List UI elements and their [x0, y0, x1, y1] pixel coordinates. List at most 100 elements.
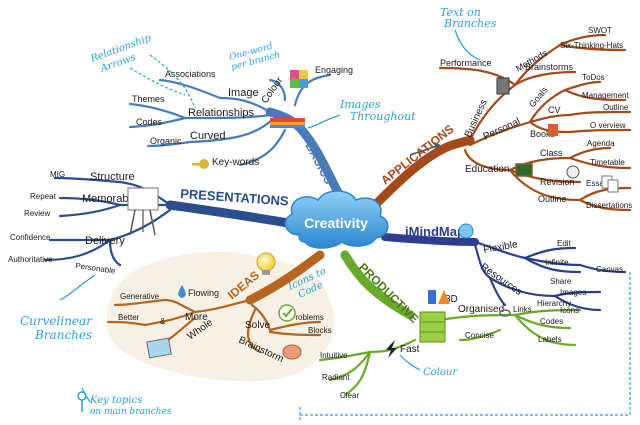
node-3d[interactable]: 3D [445, 294, 458, 305]
node-links[interactable]: Links [513, 305, 532, 314]
3d-shapes-icon [428, 290, 450, 304]
node-infinite[interactable]: Infinite [545, 258, 569, 267]
node-codes[interactable]: Codes [540, 317, 563, 326]
node-better[interactable]: Better [118, 313, 140, 322]
node-themes[interactable]: Themes [132, 94, 165, 104]
branch-ideas [245, 250, 325, 305]
node-image[interactable]: Image [228, 87, 259, 99]
node-labels[interactable]: Labels [538, 335, 562, 344]
node-amp: & [160, 317, 166, 326]
label-basics[interactable]: BASICS [302, 140, 336, 187]
node-images[interactable]: Images [560, 288, 586, 297]
presentations-labels: Structure MIG Memorable Repeat Review De… [8, 170, 137, 276]
applications-subbranches [438, 33, 632, 212]
node-intuitive[interactable]: Intuitive [320, 351, 348, 360]
node-dissertations[interactable]: Dissertations [586, 201, 632, 210]
node-problems[interactable]: Problems [290, 313, 324, 322]
node-review[interactable]: Review [24, 209, 50, 218]
node-outline[interactable]: Outline [603, 103, 629, 112]
node-confidence[interactable]: Confidence [10, 233, 51, 242]
node-flowing[interactable]: Flowing [188, 288, 219, 298]
water-drop-icon [178, 285, 186, 298]
node-canvas[interactable]: Canvas [596, 265, 623, 274]
node-colour[interactable]: Colour [259, 75, 285, 106]
node-cv[interactable]: CV [548, 105, 561, 115]
node-education[interactable]: Education [465, 164, 509, 175]
node-edit[interactable]: Edit [557, 239, 572, 248]
node-generative[interactable]: Generative [120, 292, 160, 301]
node-books[interactable]: Books [530, 129, 556, 139]
node-clear[interactable]: Clear [340, 391, 359, 400]
annotation-curvelinear-line2: Branches [34, 328, 92, 342]
label-applications[interactable]: APPLICATIONS [378, 122, 456, 187]
node-associations[interactable]: Associations [165, 69, 216, 79]
node-revision[interactable]: Revision [540, 177, 575, 187]
node-organised[interactable]: Organised [458, 304, 504, 315]
node-outline-2[interactable]: Outline [538, 194, 567, 204]
central-title: Creativity [304, 215, 368, 231]
drawers-icon [419, 311, 446, 343]
presentation-board-icon [127, 187, 159, 236]
node-management[interactable]: Management [582, 91, 629, 100]
node-codes[interactable]: Codes [136, 117, 163, 127]
node-radiant[interactable]: Radiant [322, 373, 350, 382]
node-swot[interactable]: SWOT [588, 26, 612, 35]
key-icon [192, 159, 209, 169]
annotation-curvelinear-line1: Curvelinear [20, 314, 93, 328]
branch-productive [340, 250, 415, 320]
node-structure[interactable]: Structure [90, 171, 135, 183]
arrow-icon [409, 142, 441, 156]
annotation-key-topics-line1: Key topics [89, 395, 142, 406]
node-todos[interactable]: ToDos [582, 73, 605, 82]
node-delivery[interactable]: Delivery [85, 235, 125, 247]
node-essays[interactable]: Essays [586, 179, 612, 188]
node-fast[interactable]: Fast [400, 344, 420, 355]
node-memorable[interactable]: Memorable [82, 193, 137, 205]
picture-icon [146, 337, 172, 359]
annotation-arrows [59, 29, 631, 420]
node-six-hats[interactable]: Six-Thinking-Hats [560, 41, 623, 50]
node-hierarchy[interactable]: Hierarchy [537, 299, 571, 308]
palette-icon [290, 70, 308, 88]
chalkboard-icon [515, 163, 533, 177]
node-goals[interactable]: Goals [527, 84, 550, 109]
annotation-text-on-line2: Branches [443, 17, 497, 30]
node-flexible[interactable]: Flexible [483, 239, 519, 256]
node-agenda[interactable]: Agenda [587, 139, 615, 148]
label-productive[interactable]: PRODUCTIVE [356, 260, 422, 326]
node-share[interactable]: Share [550, 277, 572, 286]
node-overview[interactable]: O verview [590, 121, 626, 130]
node-personal[interactable]: Personal [482, 116, 522, 143]
node-brainstorms[interactable]: Brainstorms [525, 62, 574, 72]
node-relationships[interactable]: Relationships [188, 107, 255, 119]
node-solve[interactable]: Solve [245, 320, 270, 331]
node-engaging[interactable]: Engaging [315, 65, 353, 75]
link-icon [499, 309, 511, 317]
label-imindmap[interactable]: iMindMap [405, 224, 465, 239]
annotation-images-line1: Images [339, 98, 381, 111]
node-class[interactable]: Class [540, 148, 563, 158]
clock-icon [566, 165, 580, 179]
node-mig[interactable]: MIG [50, 170, 65, 179]
calculator-icon [496, 77, 510, 95]
node-organic[interactable]: Organic [150, 136, 182, 146]
node-icons[interactable]: Icons [560, 306, 579, 315]
annotation-text-on-line1: Text on [440, 6, 481, 19]
node-repeat[interactable]: Repeat [30, 192, 57, 201]
node-more[interactable]: More [185, 312, 208, 323]
node-resources[interactable]: Resources [478, 261, 523, 297]
node-keywords[interactable]: Key-words [212, 157, 259, 168]
node-blocks[interactable]: Blocks [308, 326, 332, 335]
central-node[interactable]: Creativity [284, 190, 389, 249]
node-curved[interactable]: Curved [190, 130, 225, 142]
node-timetable[interactable]: Timetable [590, 158, 625, 167]
pencils-icon [270, 118, 305, 128]
node-authoritative[interactable]: Authoritative [8, 255, 53, 264]
globe-icon [458, 223, 474, 239]
node-concise[interactable]: Concise [465, 331, 494, 340]
node-performance[interactable]: Performance [440, 58, 492, 68]
lightbulb-icon [256, 252, 276, 275]
small-key-icon [77, 391, 87, 412]
node-personable[interactable]: Personable [75, 261, 117, 276]
